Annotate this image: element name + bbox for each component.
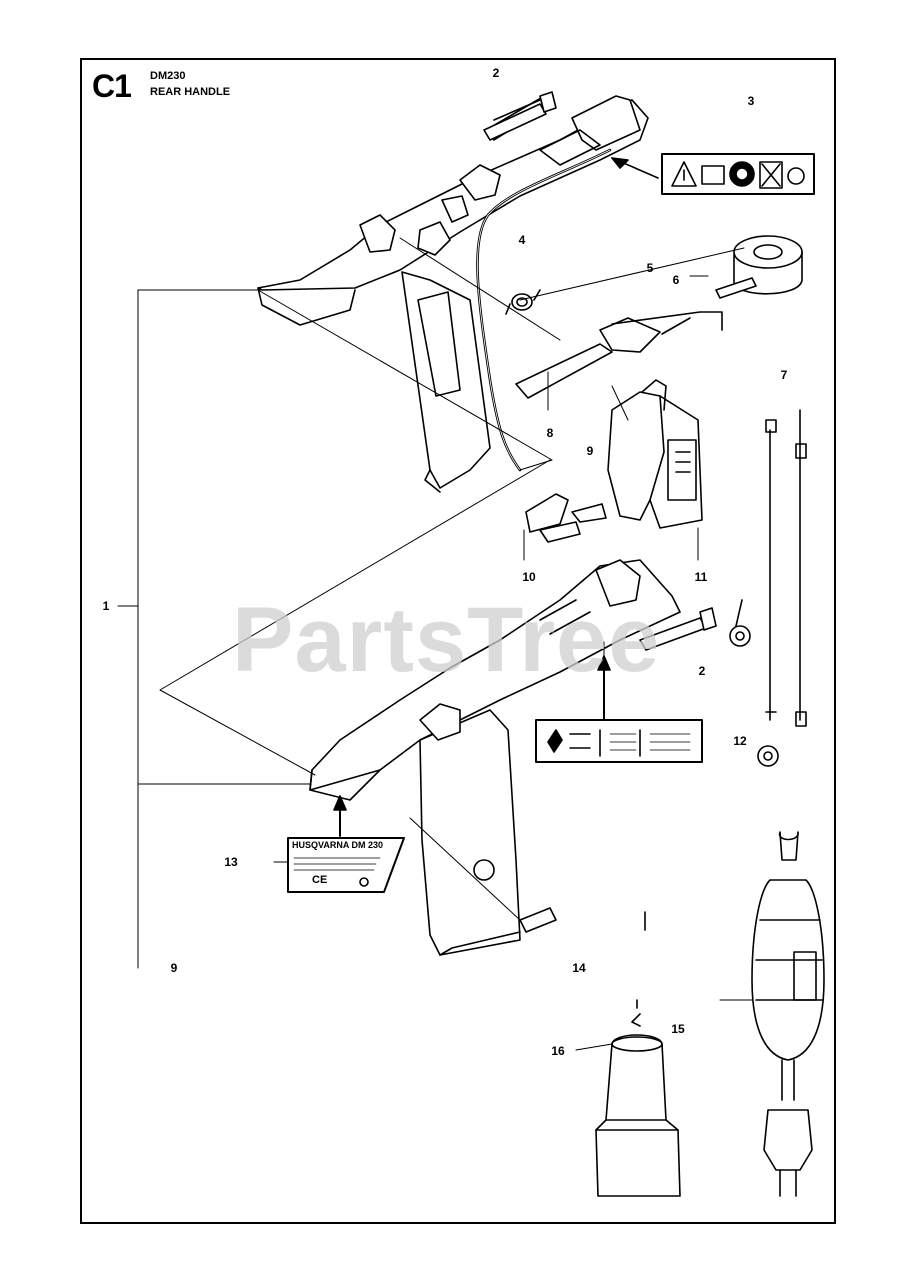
callout-2-top: 2 — [492, 66, 500, 80]
callout-10: 10 — [522, 570, 536, 584]
callout-14: 14 — [572, 961, 586, 975]
rating-decal — [535, 655, 703, 763]
spring-4 — [505, 289, 541, 315]
callout-12: 12 — [733, 734, 747, 748]
callout-2-bottom: 2 — [698, 664, 706, 678]
callout-6: 6 — [672, 273, 680, 287]
callout-13: 13 — [224, 855, 238, 869]
model-name: DM230 — [150, 70, 186, 82]
watermark: PartsTree — [232, 589, 661, 691]
screw-top-2 — [483, 91, 557, 141]
switch-assembly — [607, 379, 703, 529]
ring-terminal — [729, 599, 779, 767]
callout-9-upper: 9 — [586, 444, 594, 458]
callout-4: 4 — [518, 233, 526, 247]
power-cord-assembly — [751, 831, 825, 1197]
ce-mark: CE — [312, 874, 328, 886]
cable-clamp-10 — [525, 493, 607, 543]
callout-5: 5 — [646, 261, 654, 275]
callout-1: 1 — [102, 599, 110, 613]
section-code: C1 — [92, 68, 132, 104]
diagram-frame — [80, 58, 836, 1224]
lower-handle-half — [309, 559, 681, 956]
leader-lines — [117, 237, 753, 1051]
callout-8: 8 — [546, 426, 554, 440]
screw-bottom-2 — [519, 607, 717, 933]
label-plate-13 — [287, 795, 405, 893]
cable-gland-5 — [715, 235, 803, 299]
warning-decal-3 — [611, 153, 815, 195]
callout-3: 3 — [747, 94, 755, 108]
callout-7: 7 — [780, 368, 788, 382]
callout-16: 16 — [551, 1044, 565, 1058]
wire-set-7 — [765, 409, 807, 727]
label-plate-title: HUSQVARNA DM 230 — [292, 840, 384, 850]
upper-handle-half — [257, 94, 649, 493]
callout-11: 11 — [694, 570, 708, 584]
callout-9-lower: 9 — [170, 961, 178, 975]
plug-16 — [595, 1034, 681, 1197]
pin-14-15 — [631, 911, 646, 1027]
callout-15: 15 — [671, 1022, 685, 1036]
section-title: REAR HANDLE — [150, 86, 231, 98]
trigger-assembly — [515, 311, 723, 399]
